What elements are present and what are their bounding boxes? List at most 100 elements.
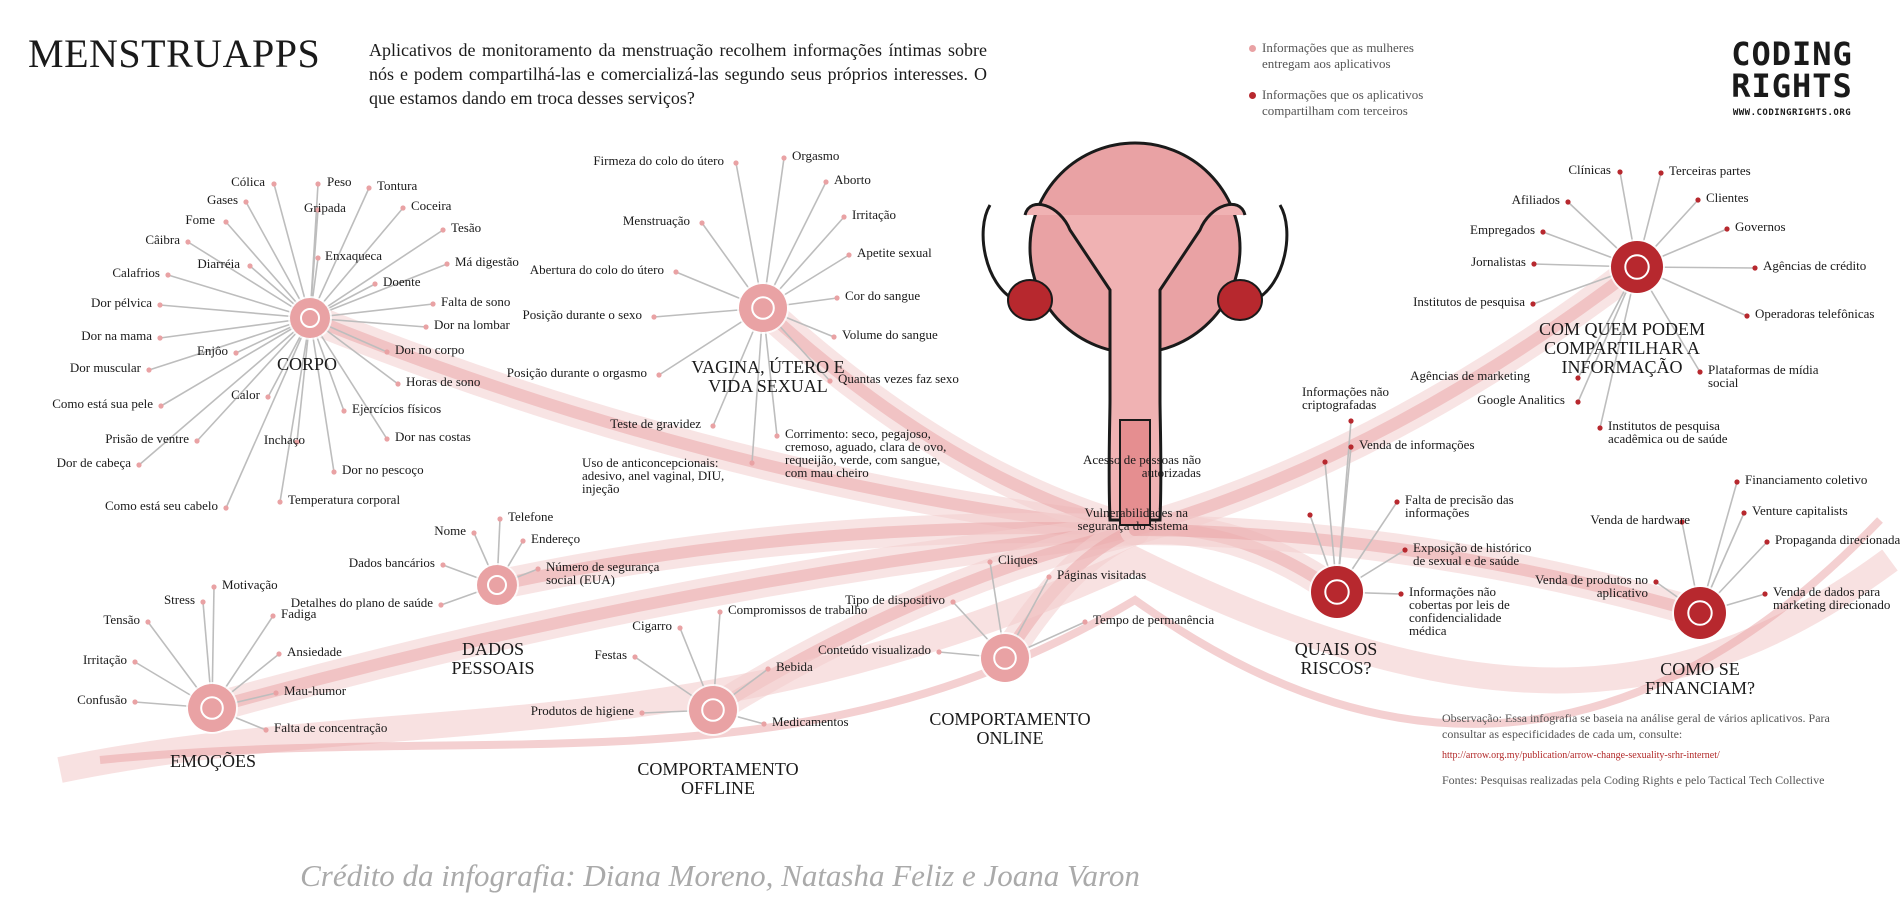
spoke-line	[309, 187, 370, 319]
item-label: Venda de informações	[1359, 437, 1475, 452]
item-label: Diarréia	[197, 256, 240, 271]
item-label: Cigarro	[632, 618, 672, 633]
item-dot	[749, 460, 755, 466]
item-dot	[1348, 444, 1354, 450]
item-label: Fome	[185, 212, 215, 227]
money-icon	[1674, 587, 1726, 639]
item-label: Dor muscular	[69, 360, 141, 375]
item-label: Coceira	[411, 198, 452, 213]
sources-text: Fontes: Pesquisas realizadas pela Coding…	[1442, 773, 1825, 787]
item-dot	[1046, 574, 1052, 580]
item-dot	[656, 372, 662, 378]
item-label: Motivação	[222, 577, 278, 592]
item-dot	[223, 219, 229, 225]
item-label: Clientes	[1706, 190, 1749, 205]
item-dot	[157, 335, 163, 341]
item-label: Como está sua pele	[52, 396, 153, 411]
item-dot	[1531, 261, 1537, 267]
item-dot	[271, 181, 277, 187]
item-dot	[1762, 591, 1768, 597]
item-label: Google Analitics	[1477, 392, 1565, 407]
item-label: Posição durante o sexo	[522, 307, 642, 322]
item-dot	[673, 269, 679, 275]
item-dot	[781, 155, 787, 161]
reference-link[interactable]: http://arrow.org.my/publication/arrow-ch…	[1442, 750, 1720, 761]
item-label: Cólica	[231, 174, 265, 189]
share-icon	[1611, 241, 1663, 293]
item-dot	[823, 179, 829, 185]
item-dot	[132, 659, 138, 665]
item-label: Dados bancários	[348, 555, 435, 570]
hub-label-dados: DADOS PESSOAIS	[451, 639, 535, 678]
item-dot	[430, 301, 436, 307]
item-label: Dor nas costas	[395, 429, 471, 444]
item-label: Menstruação	[622, 213, 690, 228]
item-label: Inchaço	[263, 432, 305, 447]
item-dot	[1530, 301, 1536, 307]
spoke-line	[245, 201, 311, 319]
spoke-line	[309, 317, 388, 440]
legend-item-give: Informações que as mulheres entregam aos…	[1249, 40, 1462, 72]
item-label: Fadiga	[281, 606, 317, 621]
item-dot	[733, 160, 739, 166]
item-label: Propaganda direcionada	[1775, 532, 1900, 547]
item-dot	[846, 252, 852, 258]
item-label: Ejercícios físicos	[352, 401, 442, 416]
item-label: Apetite sexual	[857, 245, 932, 260]
item-label: Terceiras partes	[1669, 163, 1751, 178]
item-dot	[341, 408, 347, 414]
item-dot	[1697, 369, 1703, 375]
spoke-line	[309, 207, 404, 319]
spoke-line	[160, 317, 311, 407]
observation-text: Observação: Essa infografia se baseia na…	[1442, 711, 1830, 741]
item-dot	[277, 499, 283, 505]
item-dot	[520, 538, 526, 544]
item-dot	[315, 255, 321, 261]
item-label: Medicamentos	[772, 714, 849, 729]
item-dot	[1679, 519, 1685, 525]
item-label: Afiliados	[1511, 192, 1560, 207]
item-label: Horas de sono	[406, 374, 481, 389]
item-dot	[211, 584, 217, 590]
item-label: Venda de dados para marketing direcionad…	[1773, 584, 1891, 612]
item-label: Dor no corpo	[395, 342, 465, 357]
item-label: Institutos de pesquisa acadêmica ou de s…	[1608, 418, 1728, 446]
item-dot	[1734, 479, 1740, 485]
item-label: Dor na mama	[81, 328, 152, 343]
item-dot	[471, 530, 477, 536]
item-label: Festas	[594, 647, 628, 662]
intro-text: Aplicativos de monitoramento da menstrua…	[369, 40, 987, 108]
item-label: Número de segurança social (EUA)	[546, 559, 660, 587]
item-dot	[841, 214, 847, 220]
hub-label-financiam: COMO SE FINANCIAM?	[1645, 659, 1755, 698]
item-dot	[1398, 591, 1404, 597]
item-label: Venda de produtos no aplicativo	[1534, 572, 1648, 600]
item-label: Irritação	[852, 207, 897, 222]
item-dot	[677, 625, 683, 631]
spoke-line	[159, 317, 311, 339]
item-dot	[200, 599, 206, 605]
item-label: Vulnerabilidades na segurança do sistema	[1077, 505, 1188, 533]
page-title: MENSTRUAPPS	[28, 31, 321, 76]
item-label: Enxaqueca	[325, 248, 383, 263]
hub-label-riscos: QUAIS OS RISCOS?	[1294, 639, 1378, 678]
item-label: Calor	[231, 387, 260, 402]
hub-corpo	[136, 181, 450, 511]
item-label: Ansiedade	[287, 644, 342, 659]
item-dot	[331, 469, 337, 475]
item-dot	[243, 199, 249, 205]
item-dot	[987, 559, 993, 565]
item-dot	[1695, 197, 1701, 203]
item-label: Orgasmo	[792, 148, 840, 163]
item-dot	[834, 295, 840, 301]
uterus-illustration	[981, 141, 1289, 526]
item-dot	[1724, 226, 1730, 232]
item-label: Operadoras telefônicas	[1755, 306, 1875, 321]
item-label: Informações não cobertas por leis de con…	[1409, 584, 1510, 638]
item-dot	[146, 367, 152, 373]
item-label: Informações não criptografadas	[1302, 384, 1389, 412]
item-label: Nome	[434, 523, 466, 538]
item-dot	[194, 438, 200, 444]
spoke-line	[309, 317, 335, 473]
item-dot	[444, 261, 450, 267]
